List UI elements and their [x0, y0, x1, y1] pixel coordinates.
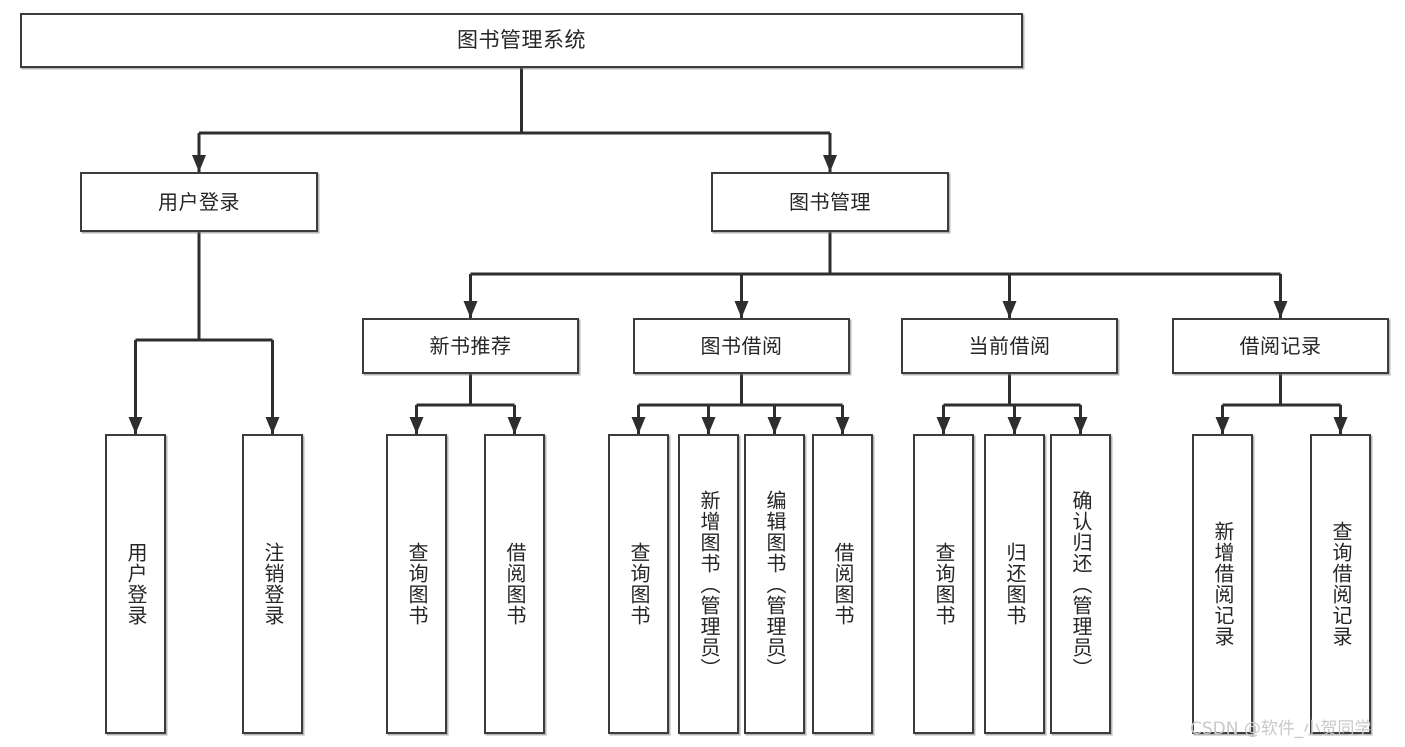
csdn-watermark: CSDN @软件_小贺同学: [1190, 719, 1372, 739]
node-leaf-add-book[interactable]: 新增图书（管理员）: [678, 434, 739, 734]
node-leaf-edit-book[interactable]: 编辑图书（管理员）: [744, 434, 805, 734]
node-label: 图书管理: [789, 189, 871, 214]
arrowhead-icon: [192, 155, 206, 172]
node-label: 借阅图书: [831, 542, 855, 626]
node-label: 查询图书: [932, 542, 956, 626]
node-label: 借阅记录: [1239, 333, 1322, 358]
arrowhead-icon: [128, 417, 143, 434]
node-label: 新书推荐: [429, 333, 512, 358]
node-leaf-confirm-return[interactable]: 确认归还（管理员）: [1050, 434, 1111, 734]
node-label: 借阅图书: [503, 542, 527, 626]
arrowhead-icon: [1215, 417, 1230, 434]
arrowhead-icon: [409, 417, 424, 434]
node-label: 新增图书（管理员）: [697, 489, 721, 679]
arrowhead-icon: [701, 417, 716, 434]
arrowhead-icon: [767, 417, 782, 434]
node-leaf-query-book-bor[interactable]: 查询图书: [608, 434, 669, 734]
arrowhead-icon: [1273, 301, 1288, 318]
node-label: 归还图书: [1003, 542, 1027, 626]
node-label: 当前借阅: [968, 333, 1051, 358]
node-leaf-query-book-rec[interactable]: 查询图书: [386, 434, 447, 734]
node-label: 注销登录: [261, 542, 285, 626]
node-label: 查询借阅记录: [1329, 521, 1353, 647]
node-leaf-borrow-book-bor[interactable]: 借阅图书: [812, 434, 873, 734]
node-leaf-return-book[interactable]: 归还图书: [984, 434, 1045, 734]
node-label: 确认归还（管理员）: [1069, 489, 1093, 679]
node-current-borrow[interactable]: 当前借阅: [901, 318, 1118, 374]
arrowhead-icon: [631, 417, 646, 434]
node-root[interactable]: 图书管理系统: [20, 13, 1023, 68]
node-leaf-query-book-cur[interactable]: 查询图书: [913, 434, 974, 734]
node-book-manage[interactable]: 图书管理: [711, 172, 949, 232]
node-label: 图书借阅: [700, 333, 783, 358]
node-label: 编辑图书（管理员）: [763, 489, 787, 679]
node-new-book-rec[interactable]: 新书推荐: [362, 318, 579, 374]
node-leaf-user-login[interactable]: 用户登录: [105, 434, 166, 734]
node-label: 查询图书: [405, 542, 429, 626]
node-borrow-record[interactable]: 借阅记录: [1172, 318, 1389, 374]
arrowhead-icon: [1073, 417, 1088, 434]
arrowhead-icon: [463, 301, 478, 318]
node-user-login[interactable]: 用户登录: [80, 172, 318, 232]
node-label: 图书管理系统: [457, 27, 586, 52]
arrowhead-icon: [835, 417, 850, 434]
node-label: 查询图书: [627, 542, 651, 626]
node-label: 用户登录: [158, 189, 240, 214]
node-label: 用户登录: [124, 542, 148, 626]
arrowhead-icon: [936, 417, 951, 434]
arrowhead-icon: [823, 155, 837, 172]
node-label: 新增借阅记录: [1211, 521, 1235, 647]
node-leaf-logout[interactable]: 注销登录: [242, 434, 303, 734]
arrowhead-icon: [265, 417, 280, 434]
node-leaf-add-record[interactable]: 新增借阅记录: [1192, 434, 1253, 734]
arrowhead-icon: [734, 301, 749, 318]
node-book-borrow[interactable]: 图书借阅: [633, 318, 850, 374]
node-leaf-borrow-book-rec[interactable]: 借阅图书: [484, 434, 545, 734]
arrowhead-icon: [1002, 301, 1017, 318]
arrowhead-icon: [1333, 417, 1348, 434]
arrowhead-icon: [507, 417, 522, 434]
node-leaf-query-record[interactable]: 查询借阅记录: [1310, 434, 1371, 734]
arrowhead-icon: [1007, 417, 1022, 434]
